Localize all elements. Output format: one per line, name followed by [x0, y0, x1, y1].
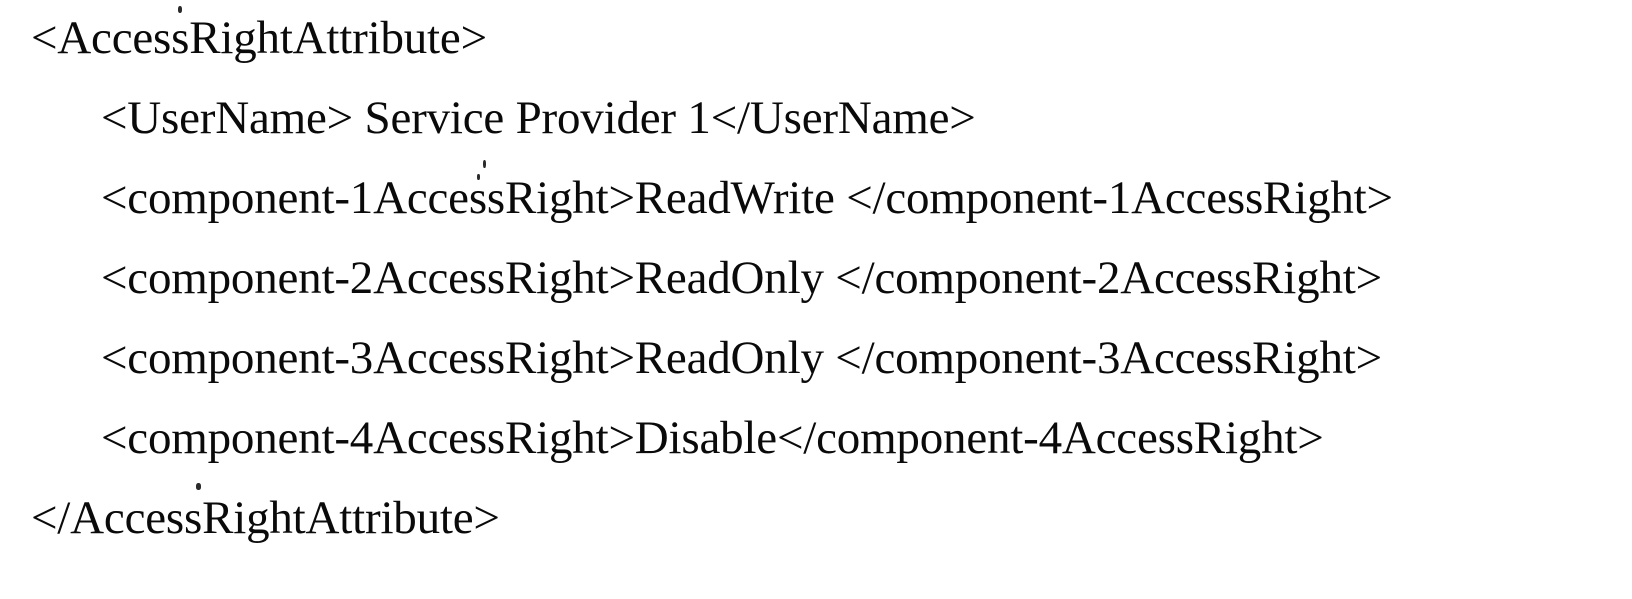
xml-line-component-4-access-right: <component-4AccessRight>Disable</compone…: [101, 412, 1324, 464]
scan-artifact-speck: [196, 483, 201, 490]
xml-line-component-1-access-right: <component-1AccessRight>ReadWrite </comp…: [101, 172, 1393, 224]
scan-artifact-speck: [483, 160, 486, 168]
xml-line-close-access-right-attribute: </AccessRightAttribute>: [31, 492, 500, 544]
xml-line-component-3-access-right: <component-3AccessRight>ReadOnly </compo…: [101, 332, 1382, 384]
xml-line-component-2-access-right: <component-2AccessRight>ReadOnly </compo…: [101, 252, 1382, 304]
xml-line-user-name: <UserName> Service Provider 1</UserName>: [101, 92, 976, 144]
xml-line-open-access-right-attribute: <AccessRightAttribute>: [31, 12, 487, 64]
